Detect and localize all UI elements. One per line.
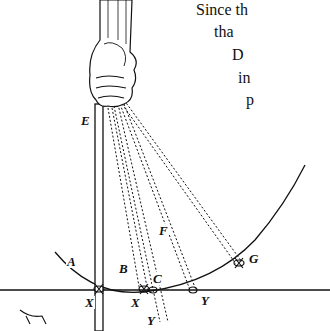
point-marks xyxy=(94,258,244,294)
point-letter: Y xyxy=(146,314,156,327)
hand-fragment xyxy=(20,310,46,324)
sight-lines xyxy=(108,100,242,322)
text-fragment: D xyxy=(232,47,244,63)
text-fragment: in xyxy=(238,70,250,86)
circle-arc xyxy=(55,165,305,292)
point-letter: B xyxy=(118,262,129,275)
point-letter: X xyxy=(130,296,141,309)
vertical-rod xyxy=(95,104,103,331)
text-fragment: tha xyxy=(214,24,234,40)
text-fragment: p xyxy=(246,92,254,108)
point-letter: G xyxy=(248,252,259,265)
point-letter: E xyxy=(80,114,91,127)
hand xyxy=(90,0,137,107)
point-letter: A xyxy=(66,255,77,268)
point-letter: X xyxy=(84,296,95,309)
point-letter: C xyxy=(152,272,163,285)
text-fragment: Since th xyxy=(196,2,248,18)
horizontal-line xyxy=(0,289,330,291)
point-letter: F xyxy=(158,224,169,237)
point-letter: Y xyxy=(200,294,210,307)
